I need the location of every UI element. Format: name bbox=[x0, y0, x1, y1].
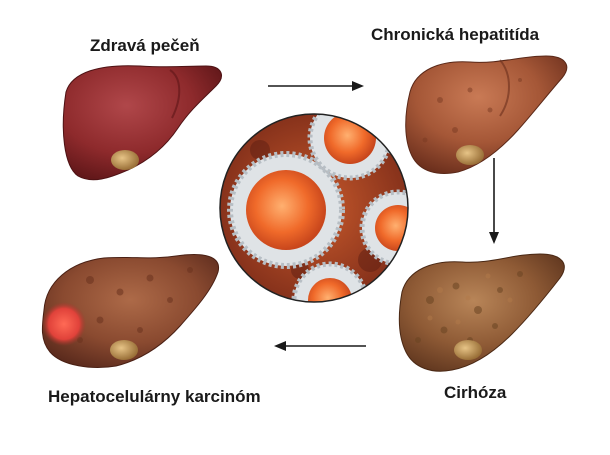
carcinoma-liver-image bbox=[41, 254, 219, 368]
label-chronic-hepatitis: Chronická hepatitída bbox=[371, 25, 540, 44]
label-cirrhosis: Cirhóza bbox=[444, 383, 507, 402]
arrow-hepatitis-to-cirrhosis bbox=[489, 158, 499, 244]
label-healthy-liver: Zdravá pečeň bbox=[90, 36, 200, 55]
healthy-liver-image bbox=[62, 65, 222, 181]
virus-particle-right bbox=[359, 189, 408, 267]
hepatitis-liver-image bbox=[405, 55, 568, 174]
label-hepatocellular-carcinoma: Hepatocelulárny karcinóm bbox=[48, 387, 261, 406]
virus-particle-top bbox=[307, 114, 393, 181]
arrow-healthy-to-hepatitis bbox=[268, 81, 364, 91]
virus-particle-large bbox=[227, 151, 345, 269]
cirrhosis-liver-image bbox=[398, 253, 565, 372]
arrow-cirrhosis-to-carcinoma bbox=[274, 341, 366, 351]
tumor-mark bbox=[42, 302, 86, 346]
